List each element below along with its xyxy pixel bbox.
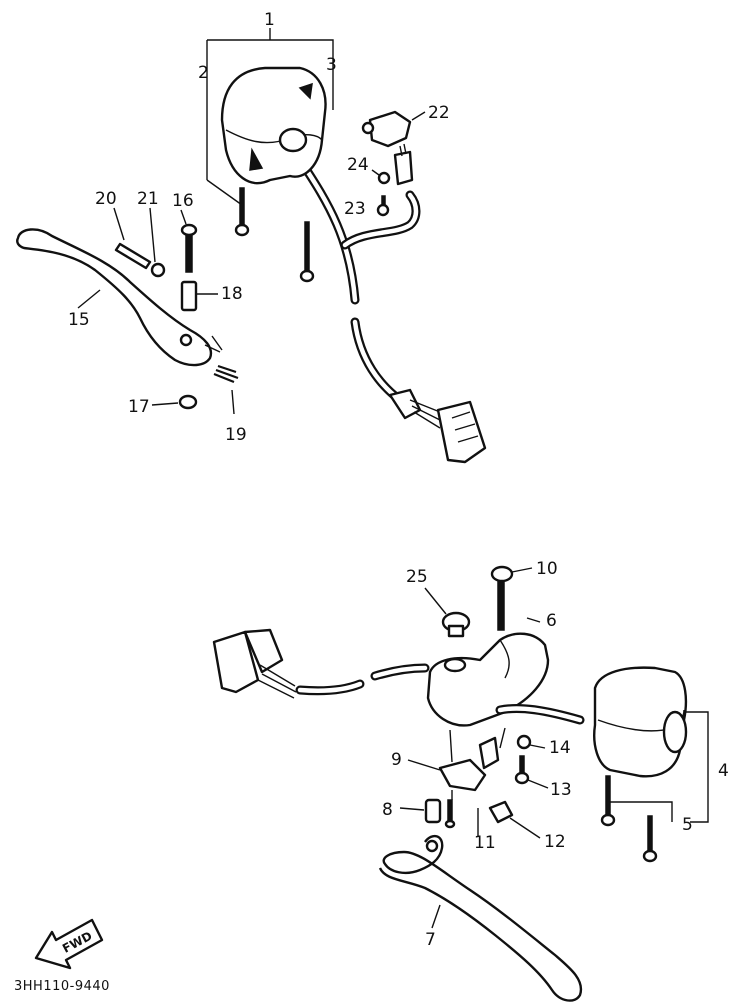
switch-button [278,127,308,153]
callout-labels: 1 2 3 4 5 6 7 8 9 10 11 12 13 14 15 16 1… [68,10,729,950]
screw-5b [647,815,653,853]
callout-15: 15 [68,310,90,330]
screw-3 [304,221,310,271]
callout-12: 12 [544,832,566,852]
lever-7 [378,834,583,1002]
screw-5a [605,775,611,817]
callout-25: 25 [406,567,428,587]
callout-9: 9 [391,750,402,770]
leader-7 [431,904,441,929]
upper-switch-assembly [16,28,487,464]
screw-2 [239,187,245,225]
callout-18: 18 [221,284,243,304]
switch-housing-6 [426,632,550,727]
clutch-switch [368,110,412,148]
callout-1-bracket [206,28,334,180]
leader-15 [77,289,101,309]
lever-15 [16,228,213,367]
diagram-code: 3HH110-9440 [14,979,110,994]
clutch-switch-9 [438,758,487,792]
bolt-20 [114,242,152,270]
bolt-10 [490,565,514,583]
connector-bottom [212,630,260,694]
callout-13: 13 [550,780,572,800]
collar-8 [424,798,442,824]
callout-8: 8 [382,800,393,820]
callout-23: 23 [344,199,366,219]
cap-17 [178,394,198,410]
callout-21: 21 [137,189,159,209]
spring-19 [213,364,239,384]
callout-10: 10 [536,559,558,579]
callout-17: 17 [128,397,150,417]
callout-2: 2 [198,63,209,83]
callout-7: 7 [425,930,436,950]
connector-top [436,400,487,464]
nut-24 [377,171,391,185]
callout-20: 20 [95,189,117,209]
collar-18 [180,280,198,312]
callout-22: 22 [428,103,450,123]
switch-housing [220,66,327,185]
callout-14: 14 [549,738,571,758]
callout-6: 6 [546,611,557,631]
callout-19: 19 [225,425,247,445]
callout-24: 24 [347,155,369,175]
lower-switch-assembly [34,565,709,1002]
callout-5: 5 [682,815,693,835]
screw-13 [519,755,525,775]
callout-16: 16 [172,191,194,211]
leader-6 [526,617,541,623]
leader-2 [206,179,243,206]
bolt-11 [447,799,453,821]
callout-4-bracket [686,711,709,823]
fwd-arrow-icon [34,918,104,970]
callout-3: 3 [326,55,337,75]
callout-4: 4 [718,761,729,781]
nut-21 [150,262,166,278]
callout-1: 1 [264,10,275,30]
cap-12 [488,800,514,824]
callout-5-bracket [608,801,673,822]
nut-14 [516,734,532,750]
leader-22 [411,111,426,121]
callout-11: 11 [474,833,496,853]
bolt-16 [185,231,193,273]
